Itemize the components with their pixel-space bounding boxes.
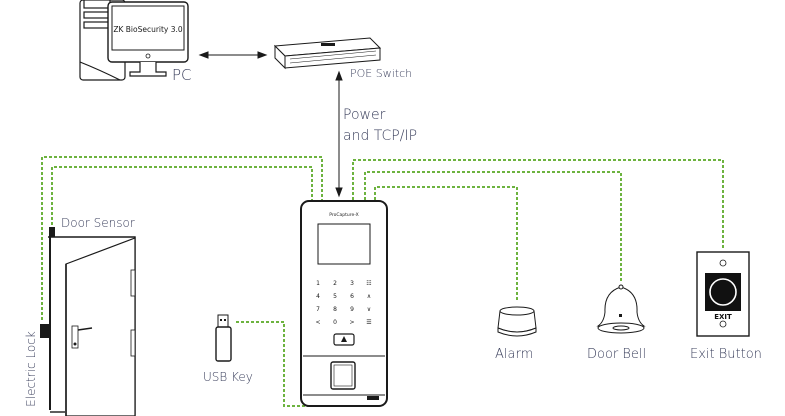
keypad-key: 8 [333, 306, 337, 313]
wire-electric-lock [41, 156, 323, 320]
pc-switch-link [198, 51, 268, 59]
keypad-key: 3 [350, 280, 354, 287]
poe-switch [273, 37, 382, 70]
door-sensor-label: Door Sensor [61, 216, 135, 230]
alarm-label: Alarm [495, 347, 534, 362]
device-screen [317, 223, 371, 265]
door-bell-label: Door Bell [587, 347, 647, 362]
keypad-key: 4 [316, 293, 320, 300]
wire-door-sensor [51, 166, 313, 230]
exit-plate-text: EXIT [714, 313, 732, 321]
keypad-key: ☷ [366, 280, 371, 287]
poe-switch-label: POE Switch [350, 67, 413, 80]
keypad-key: < [315, 319, 320, 326]
door [48, 236, 136, 416]
door-sensor [49, 227, 55, 237]
usb-key [215, 314, 232, 362]
keypad-key: 2 [333, 280, 337, 287]
pc-label: PC [172, 66, 192, 84]
wire-door-bell [364, 171, 622, 282]
keypad-key: 1 [316, 280, 320, 287]
keypad-key: ∨ [367, 306, 371, 313]
wire-exit-button [352, 159, 724, 250]
exit-button: EXIT [696, 251, 750, 337]
alarm [497, 306, 537, 337]
power-tcp-link [335, 70, 343, 198]
power-label: Power [343, 107, 386, 123]
usb-port [367, 396, 379, 400]
keypad-key: 6 [350, 293, 354, 300]
wire-alarm [374, 186, 518, 302]
electric-lock [40, 324, 50, 338]
keypad-key: > [349, 319, 354, 326]
pc: ZK BioSecurity 3.0 [79, 0, 189, 81]
keypad-key: 7 [316, 306, 320, 313]
keypad-key: 0 [333, 319, 337, 326]
tcpip-label: and TCP/IP [343, 128, 418, 144]
pc-screen-text: ZK BioSecurity 3.0 [113, 25, 183, 34]
keypad-key: ☰ [366, 319, 371, 326]
device-brand: ProCapture-X [329, 212, 359, 218]
fingerprint-sensor [330, 361, 356, 390]
keypad-key: ∧ [367, 293, 371, 300]
keypad-key: 5 [333, 293, 337, 300]
keypad-key: 9 [350, 306, 354, 313]
procapture-device: ProCapture-X 1 2 3 ☷ 4 5 6 ∧ 7 8 9 ∨ <0 > ☰ [300, 200, 388, 407]
door-bell [596, 284, 646, 334]
exit-button-label: Exit Button [690, 347, 762, 362]
electric-lock-label: Electric Lock [24, 331, 38, 407]
wiring [41, 156, 724, 407]
door-handle [71, 325, 93, 349]
pc-monitor: ZK BioSecurity 3.0 [107, 1, 189, 77]
usb-key-label: USB Key [203, 370, 253, 384]
device-keypad: 1 2 3 ☷ 4 5 6 ∧ 7 8 9 ∨ <0 > ☰ [315, 280, 371, 326]
